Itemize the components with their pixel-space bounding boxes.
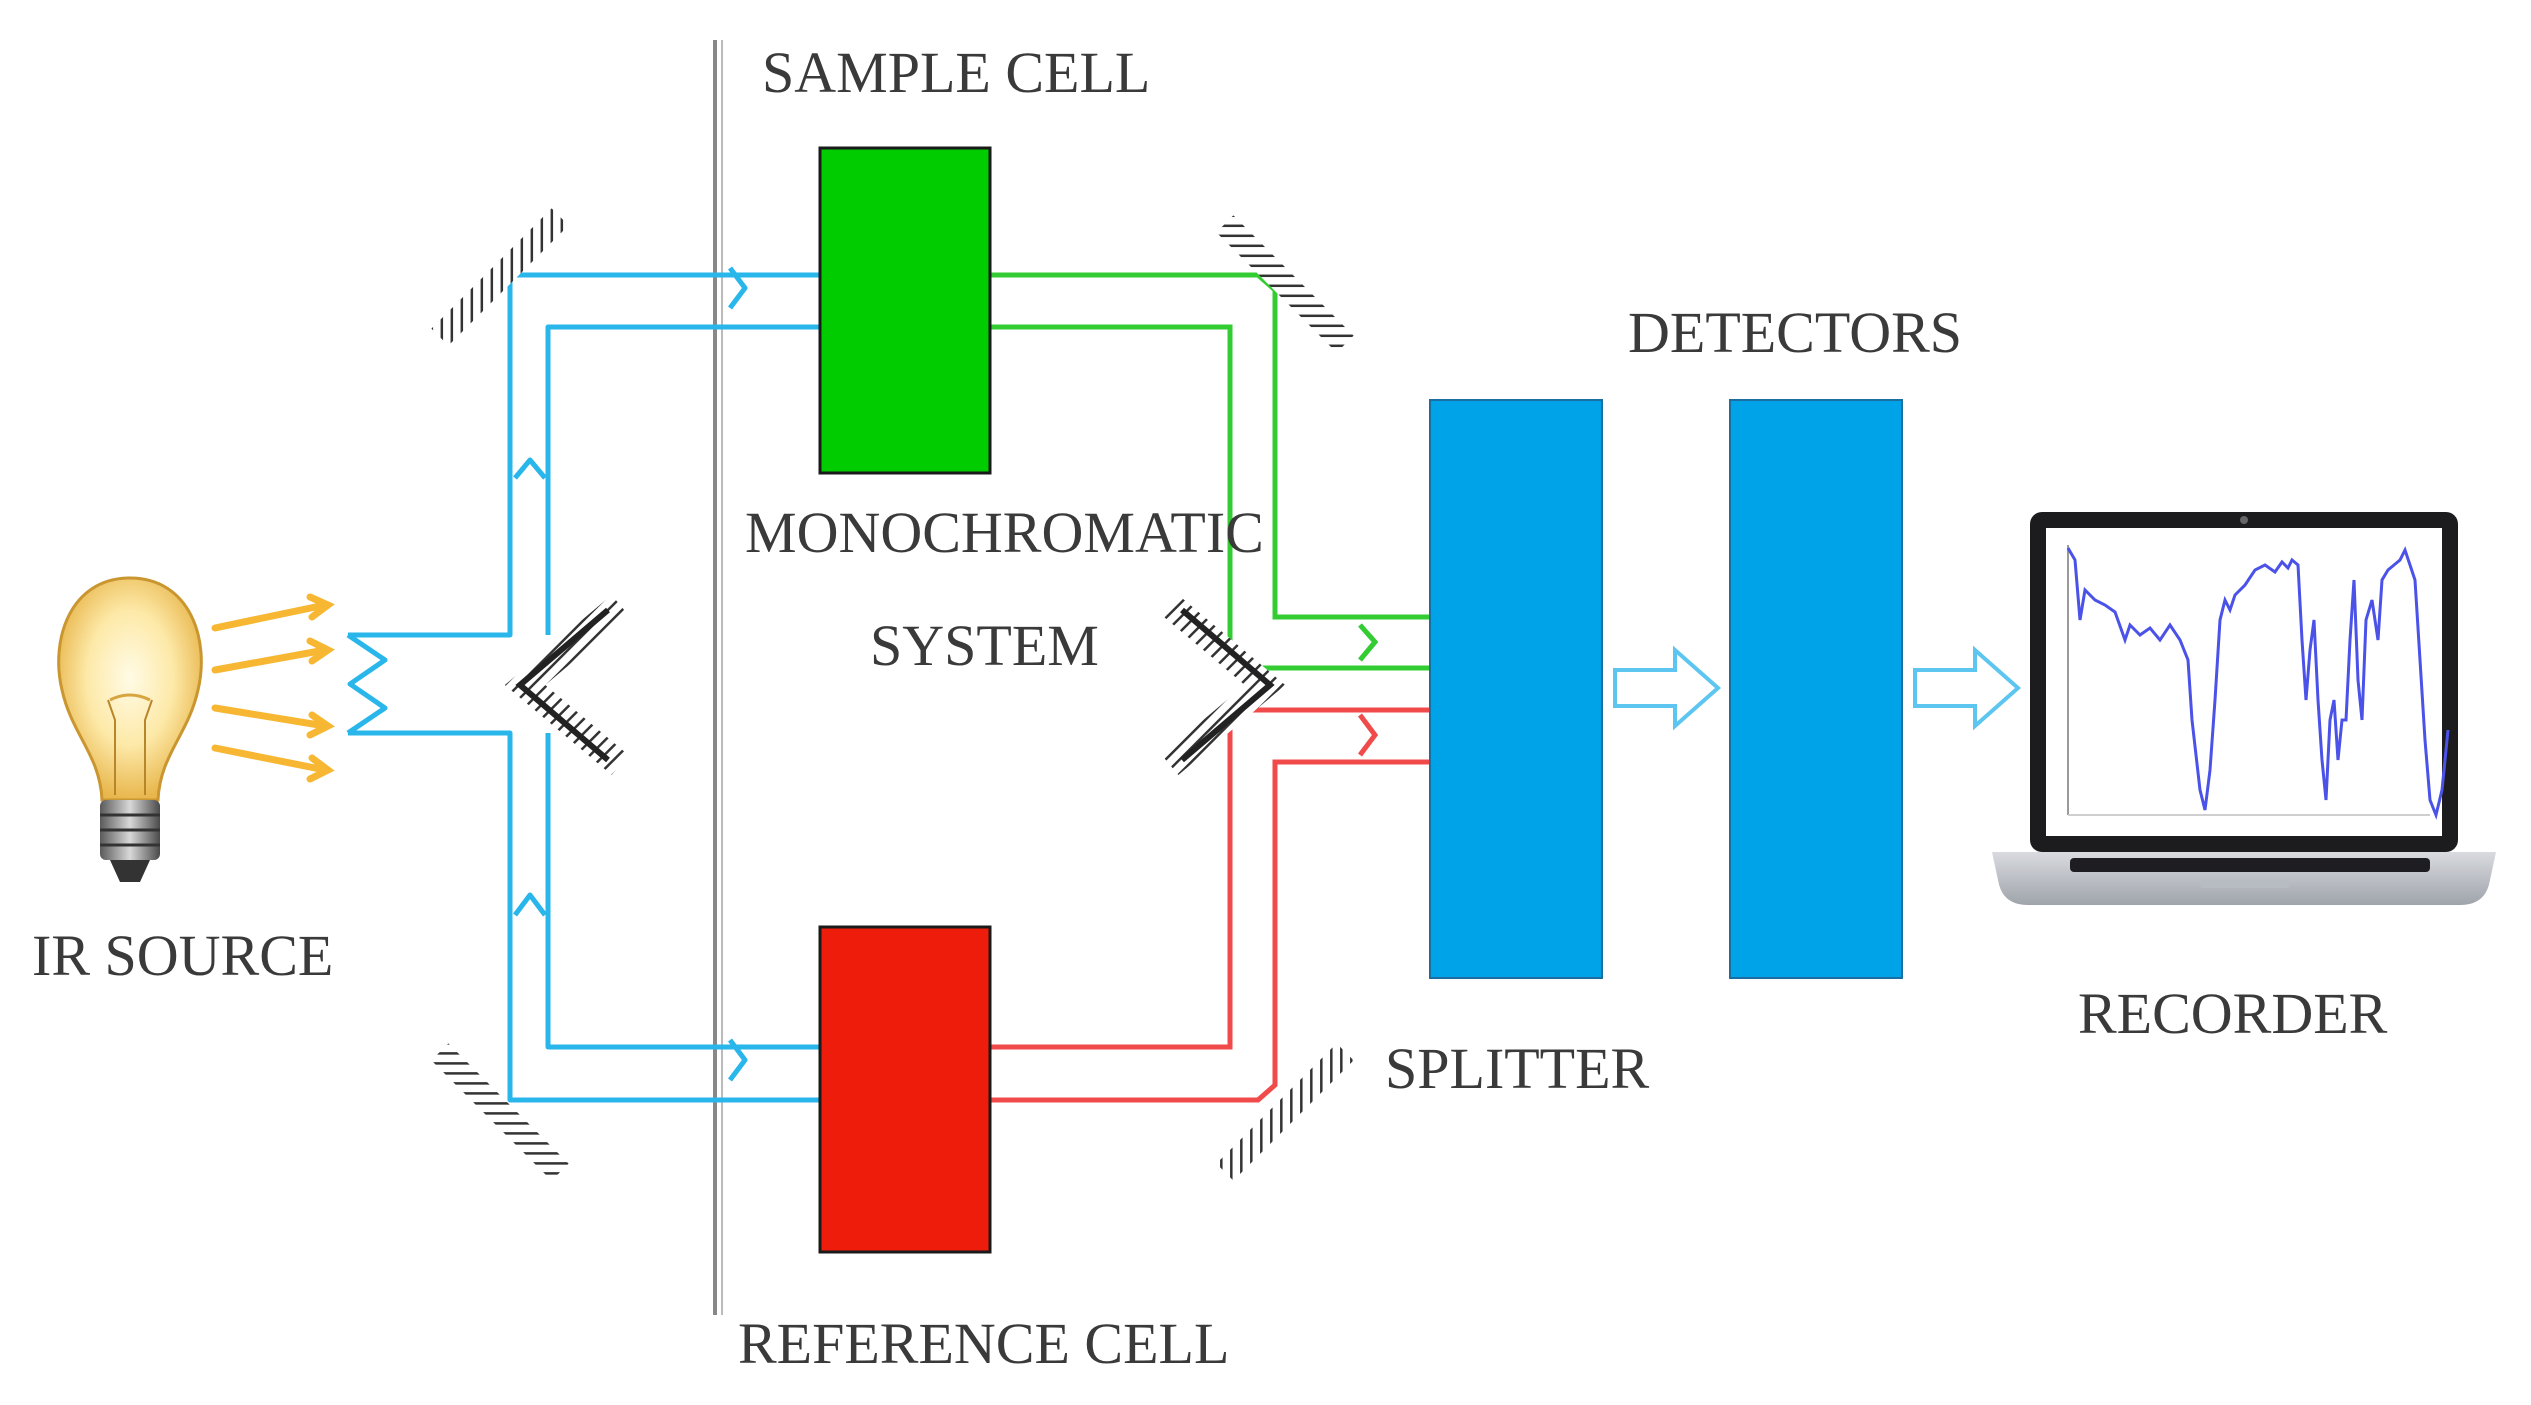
- splitter-block: [1429, 399, 1603, 979]
- sample-beam-paths: [990, 272, 1430, 671]
- spectrum-trace: [2066, 546, 2450, 820]
- monochromatic-label-line1: MONOCHROMATIC: [745, 500, 1264, 565]
- recorder-label: RECORDER: [2078, 981, 2388, 1046]
- chevron-mirror-right: [1161, 595, 1286, 775]
- ir-source-label: IR SOURCE: [32, 923, 333, 988]
- sample-cell-label: SAMPLE CELL: [762, 40, 1150, 105]
- ir-beam-paths: [346, 266, 820, 1103]
- mirror-bottom-left: [431, 1043, 569, 1181]
- reference-cell: [818, 925, 992, 1254]
- splitter-label: SPLITTER: [1385, 1036, 1650, 1101]
- monochromatic-label-line2: SYSTEM: [870, 613, 1099, 678]
- detectors-label: DETECTORS: [1628, 300, 1962, 365]
- mirror-bottom-right: [1216, 1043, 1354, 1181]
- reference-beam-paths: [990, 707, 1430, 1103]
- mirror-top-left: [431, 208, 569, 346]
- hollow-arrow-icon: [1613, 645, 1722, 731]
- reference-cell-label: REFERENCE CELL: [738, 1311, 1229, 1376]
- laptop-icon: [1992, 512, 2496, 905]
- light-bulb-icon: [57, 576, 203, 882]
- chevron-mirror-left: [504, 595, 629, 775]
- hollow-arrow-icon: [1913, 645, 2022, 731]
- mirror-top-right: [1216, 215, 1354, 353]
- detector-block: [1729, 399, 1903, 979]
- sample-cell: [818, 146, 992, 475]
- light-rays: [211, 593, 335, 783]
